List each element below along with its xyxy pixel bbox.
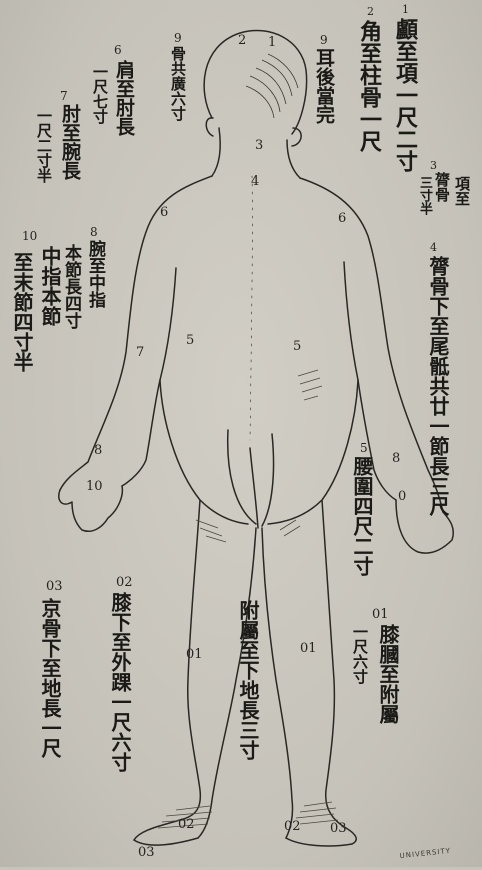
- hip-left: [160, 380, 248, 524]
- figure-number-3: 3: [255, 139, 263, 152]
- ear-left: [206, 118, 213, 136]
- label-03-text: 京骨下至地長一尺: [40, 598, 60, 808]
- label-3-text-c: 三寸半: [418, 176, 431, 215]
- figure-number-0: 0: [398, 490, 406, 503]
- label-10-text-a: 中指本節: [40, 246, 60, 326]
- buttock-cleft: [250, 448, 258, 528]
- label-8-text-a: 腕至中指: [86, 240, 103, 308]
- label-7-number: 7: [60, 90, 68, 102]
- label-10-number: 10: [22, 230, 37, 242]
- figure-number-5-left: 5: [186, 334, 194, 347]
- spine-line: [250, 176, 252, 440]
- figure-number-2: 2: [238, 34, 246, 47]
- label-2-number: 2: [367, 6, 374, 17]
- label-01-number: 01: [372, 608, 389, 621]
- figure-number-03-right: 03: [330, 822, 347, 835]
- buttock-curve-left: [228, 430, 256, 524]
- label-3-text-b: 膂骨: [434, 172, 449, 202]
- label-9b-text: 骨共廣六寸: [170, 46, 185, 121]
- label-10-text-b: 至末節四寸半: [12, 252, 32, 372]
- figure-number-10: 10: [86, 480, 103, 493]
- label-5-text: 腰圍四尺二寸: [352, 456, 372, 576]
- figure-number-6-right: 6: [338, 212, 346, 225]
- neck-left: [212, 128, 220, 176]
- label-1-text: 顱至項一尺二寸: [394, 18, 416, 172]
- right-foot: [286, 838, 352, 846]
- buttock-curve-right: [262, 434, 274, 526]
- label-ankle-to-ground-text: 附屬至下地長三寸: [238, 600, 258, 760]
- label-1-number: 1: [402, 4, 409, 15]
- figure-number-1: 1: [268, 36, 276, 49]
- ear-right: [292, 128, 301, 146]
- figure-number-02-right: 02: [284, 820, 301, 833]
- label-9-text: 耳後當完: [314, 48, 333, 124]
- hip-right: [268, 380, 358, 524]
- label-9-number: 9: [320, 34, 328, 46]
- figure-number-01-right: 01: [300, 642, 317, 655]
- label-03-number: 03: [46, 580, 63, 593]
- label-9b-number: 9: [174, 32, 182, 44]
- figure-number-5-right: 5: [293, 340, 301, 353]
- head-outline: [204, 31, 306, 134]
- label-02-text: 膝下至外踝一尺六寸: [110, 592, 130, 772]
- label-7-text-a: 肘至腕長: [60, 104, 79, 180]
- figure-number-03-left: 03: [138, 846, 155, 859]
- label-4-number: 4: [430, 242, 437, 253]
- label-01-text-b: 一尺六寸: [352, 624, 367, 684]
- label-3-number: 3: [430, 160, 437, 171]
- label-4-text: 膂骨下至尾骶共廿一節長三尺: [428, 256, 448, 596]
- label-6-number: 6: [114, 44, 122, 56]
- label-8-number: 8: [90, 226, 98, 238]
- left-leg-outer: [134, 500, 200, 840]
- right-leg-inner: [262, 528, 293, 838]
- label-7-text-b: 一尺二寸半: [36, 108, 51, 183]
- figure-number-02-left: 02: [178, 818, 195, 831]
- hair-hatching: [246, 54, 298, 118]
- label-5-number: 5: [360, 442, 368, 454]
- label-02-number: 02: [116, 576, 133, 589]
- figure-number-8-left: 8: [94, 444, 102, 457]
- figure-number-7: 7: [136, 346, 144, 359]
- figure-number-4: 4: [251, 175, 259, 188]
- figure-number-6-left: 6: [160, 206, 168, 219]
- label-3-text-a: 項至: [454, 176, 469, 206]
- figure-number-8-right: 8: [392, 452, 400, 465]
- label-6-text-a: 肩至肘長: [114, 60, 133, 136]
- label-8-text-b: 本節長四寸: [62, 244, 79, 329]
- label-2-text: 角至柱骨一尺: [358, 20, 380, 152]
- label-6-text-b: 一尺七寸: [92, 64, 107, 124]
- label-01-text-a: 膝膕至附屬: [378, 624, 398, 724]
- figure-number-01-left: 01: [186, 648, 203, 661]
- left-torso-side: [122, 268, 176, 486]
